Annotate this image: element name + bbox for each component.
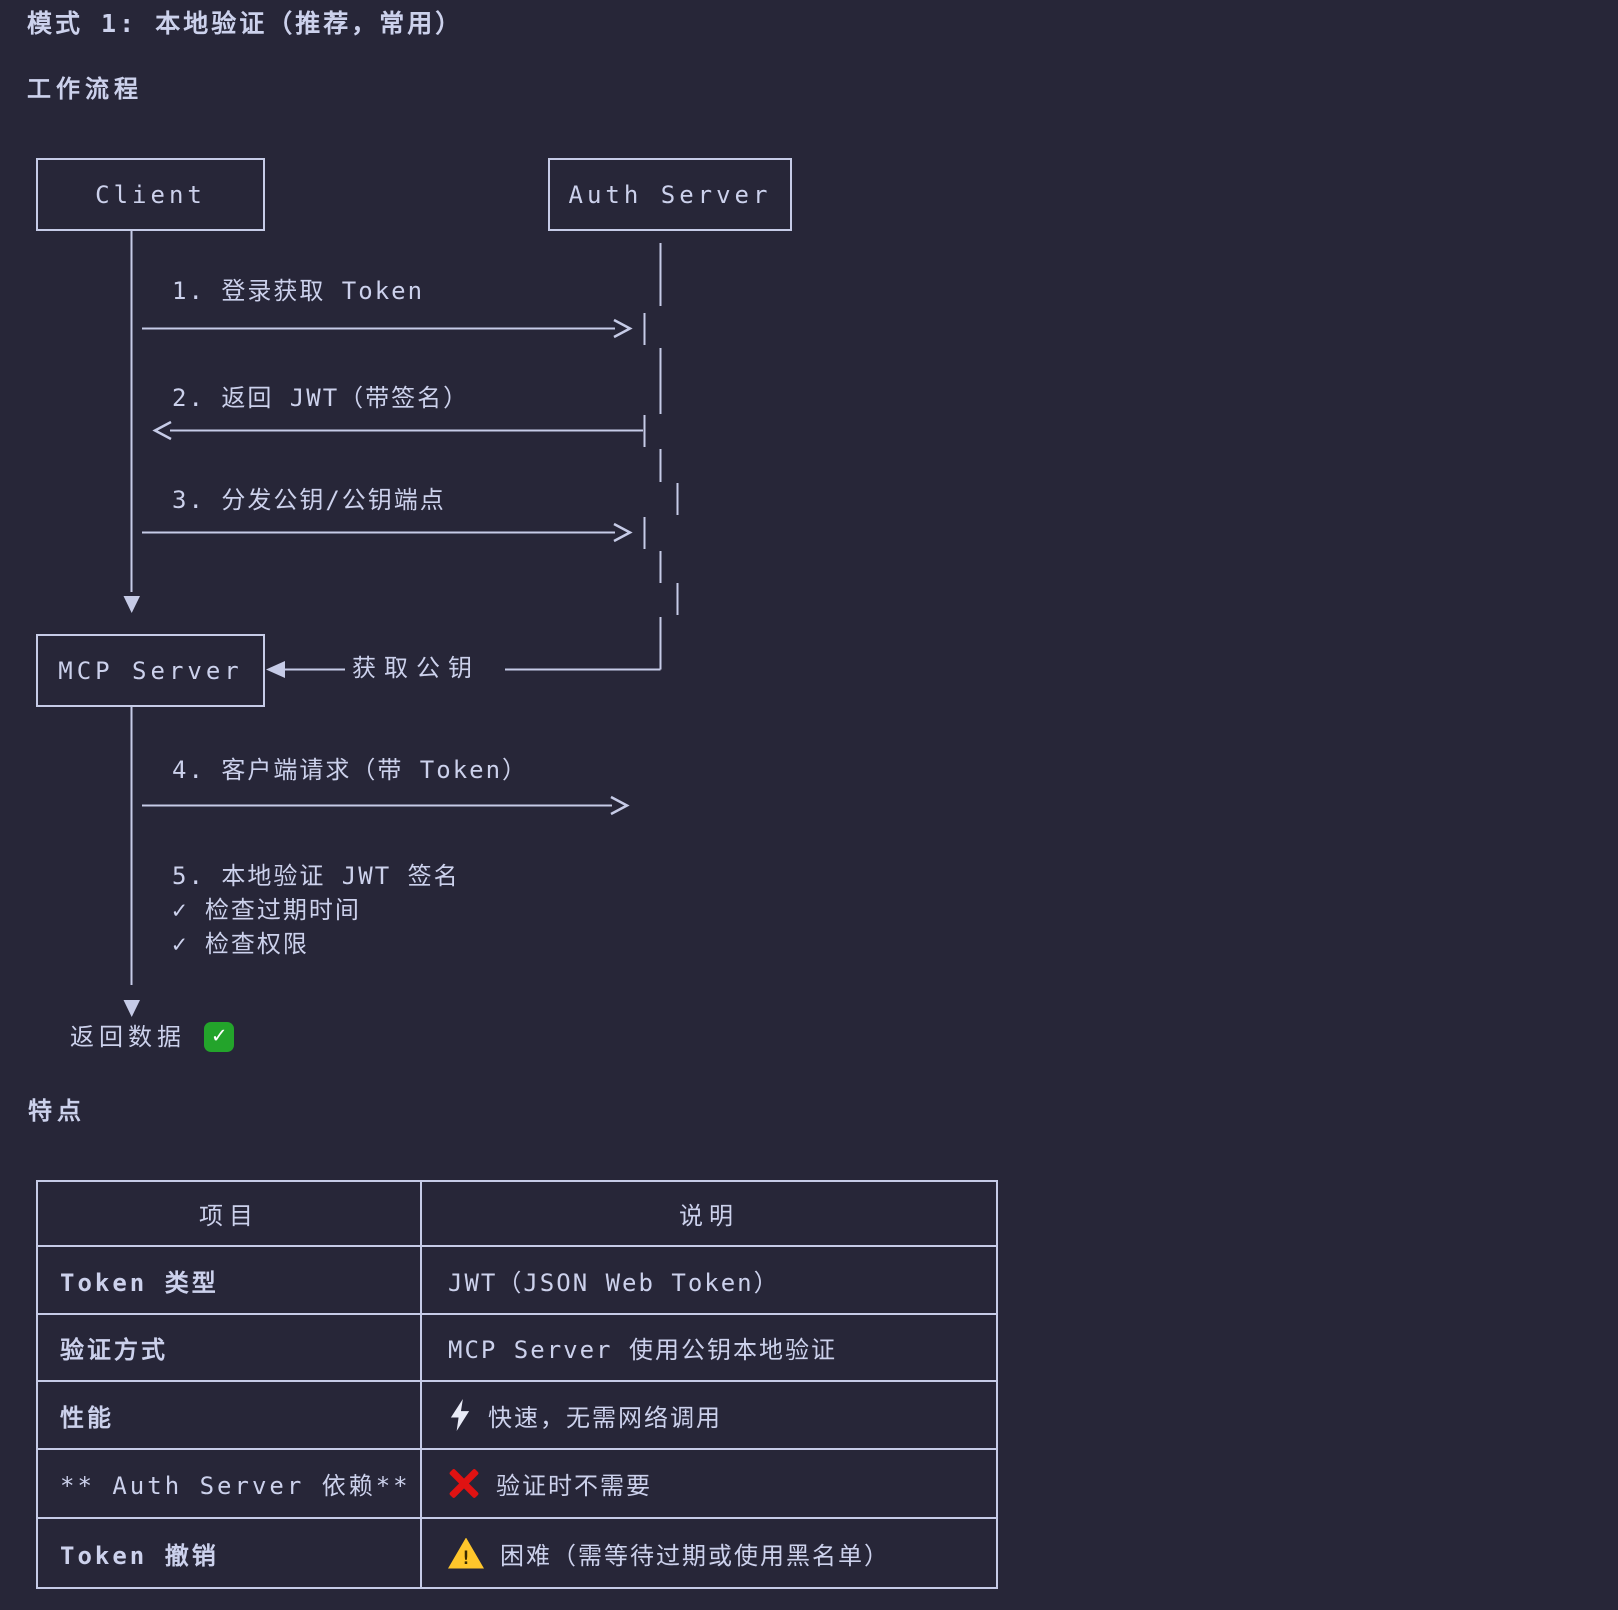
table-header-desc: 说明 — [422, 1182, 996, 1247]
actor-label-mcp-server: MCP Server — [58, 656, 243, 685]
fetch-public-key-label: 获取公钥 — [352, 654, 480, 682]
step-2-label: 2. 返回 JWT（带签名） — [172, 384, 470, 412]
section-heading-features: 特点 — [28, 1097, 86, 1125]
page-title: 模式 1: 本地验证（推荐，常用） — [27, 9, 464, 38]
table-row-token-type-desc: JWT（JSON Web Token） — [422, 1247, 996, 1315]
table-row-verify-method-item: 验证方式 — [38, 1315, 422, 1382]
table-header-item: 项目 — [38, 1182, 422, 1247]
table-row-auth-dependency-item: ** Auth Server 依赖** — [38, 1450, 422, 1519]
table-row-token-revoke-item: Token 撤销 — [38, 1519, 422, 1587]
step-4-label: 4. 客户端请求（带 Token） — [172, 756, 529, 784]
step-1-label: 1. 登录获取 Token — [172, 277, 425, 305]
table-row-token-type-item: Token 类型 — [38, 1247, 422, 1315]
cross-mark-icon — [448, 1468, 480, 1500]
table-row-token-revoke-desc: 困难（需等待过期或使用黑名单） — [422, 1519, 996, 1587]
actor-box-mcp-server: MCP Server — [36, 634, 265, 707]
lightning-icon — [450, 1399, 470, 1431]
result-label: 返回数据 — [70, 1023, 186, 1051]
actor-box-client: Client — [36, 158, 265, 231]
step-3-label: 3. 分发公钥/公钥端点 — [172, 486, 446, 514]
check-mark-button-icon — [204, 1022, 234, 1052]
actor-label-auth-server: Auth Server — [568, 180, 772, 209]
step-5-check-expiry: ✓ 检查过期时间 — [172, 896, 361, 924]
result-row: 返回数据 — [70, 1022, 234, 1052]
actor-box-auth-server: Auth Server — [548, 158, 792, 231]
features-table: 项目 说明 Token 类型 JWT（JSON Web Token） 验证方式 … — [36, 1180, 998, 1589]
table-row-verify-method-desc: MCP Server 使用公钥本地验证 — [422, 1315, 996, 1382]
table-row-performance-item: 性能 — [38, 1382, 422, 1450]
step-5-label: 5. 本地验证 JWT 签名 — [172, 862, 460, 890]
table-row-auth-dependency-desc: 验证时不需要 — [422, 1450, 996, 1519]
table-row-performance-desc: 快速，无需网络调用 — [422, 1382, 996, 1450]
section-heading-workflow: 工作流程 — [27, 75, 143, 103]
warning-icon — [448, 1537, 484, 1569]
step-5-check-permission: ✓ 检查权限 — [172, 930, 309, 958]
actor-label-client: Client — [95, 180, 206, 209]
